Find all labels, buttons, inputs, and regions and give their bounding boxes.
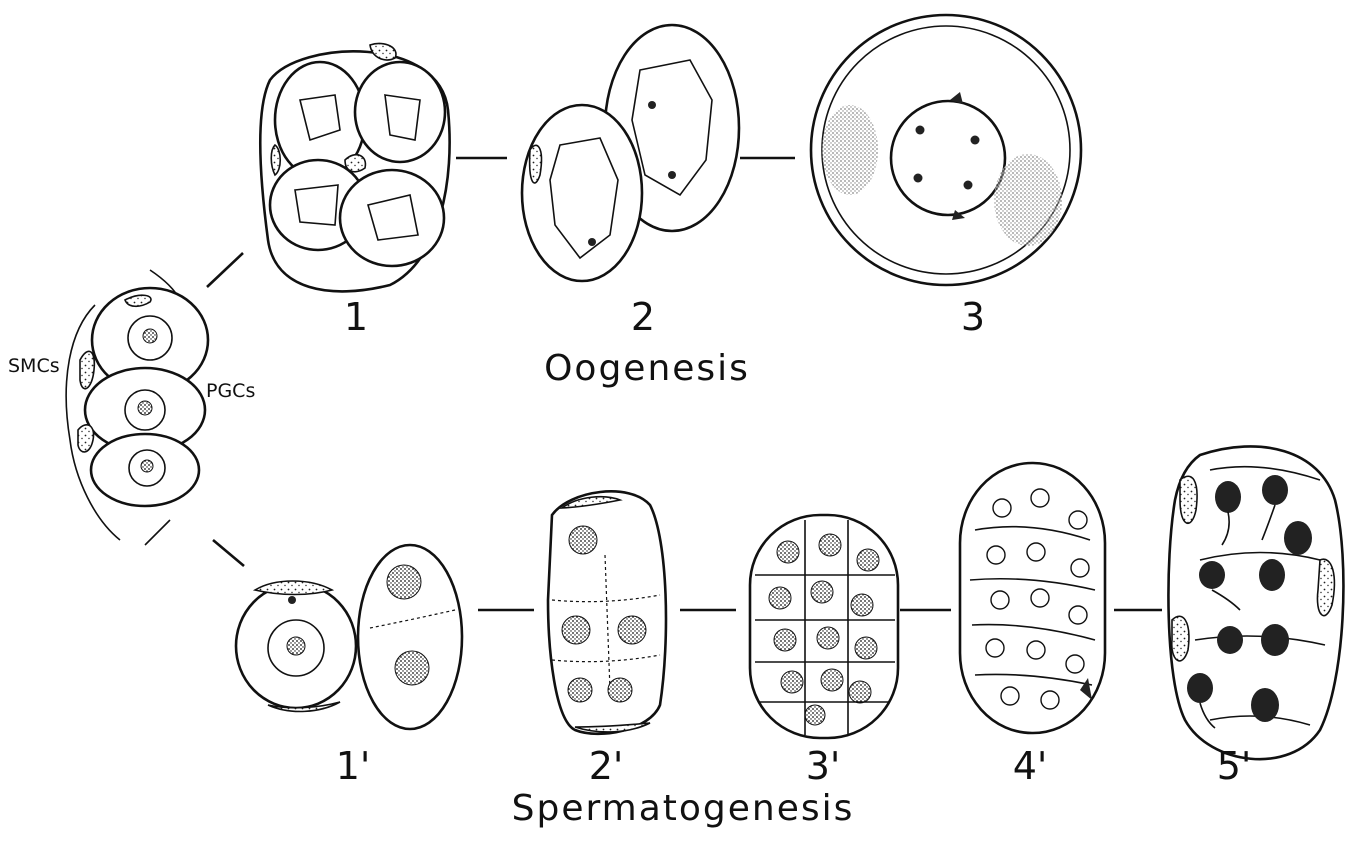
spermatogenesis-stage-1prime-label: 1': [336, 744, 371, 788]
spermatocyte-stage-2prime: [548, 491, 666, 733]
oogenesis-stage-2-label: 2: [631, 295, 655, 339]
pgc-cell-bottom: [91, 434, 199, 506]
spermatocyte-stage-1prime: [236, 545, 462, 729]
oogenesis-stage-3-label: 3: [961, 295, 985, 339]
smcs-label: SMCs: [8, 355, 60, 377]
smc-cell: [80, 351, 94, 388]
oogenesis-title: Oogenesis: [544, 348, 750, 389]
spermatogenesis-title: Spermatogenesis: [512, 788, 855, 829]
spermatocyte-stage-3prime: [750, 515, 898, 738]
spermatozoa-stage-5prime: [1168, 446, 1343, 759]
smc-cell: [78, 425, 94, 452]
spermatid-stage-4prime: [960, 463, 1105, 733]
oogenesis-stage-1-label: 1: [344, 295, 368, 339]
oocyte-stage-2: [522, 25, 739, 281]
oocyte-stage-3: [811, 15, 1081, 285]
spermatogenesis-stage-3prime-label: 3': [806, 744, 841, 788]
pgc-cluster: [66, 270, 208, 545]
spermatogenesis-stage-4prime-label: 4': [1013, 744, 1048, 788]
connector-line: [213, 540, 244, 566]
oocyte-stage-1: [260, 43, 449, 291]
spermatogenesis-stage-5prime-label: 5': [1217, 744, 1252, 788]
spermatogenesis-stage-2prime-label: 2': [589, 744, 624, 788]
pgcs-label: PGCs: [206, 380, 255, 402]
connector-line: [207, 253, 243, 287]
